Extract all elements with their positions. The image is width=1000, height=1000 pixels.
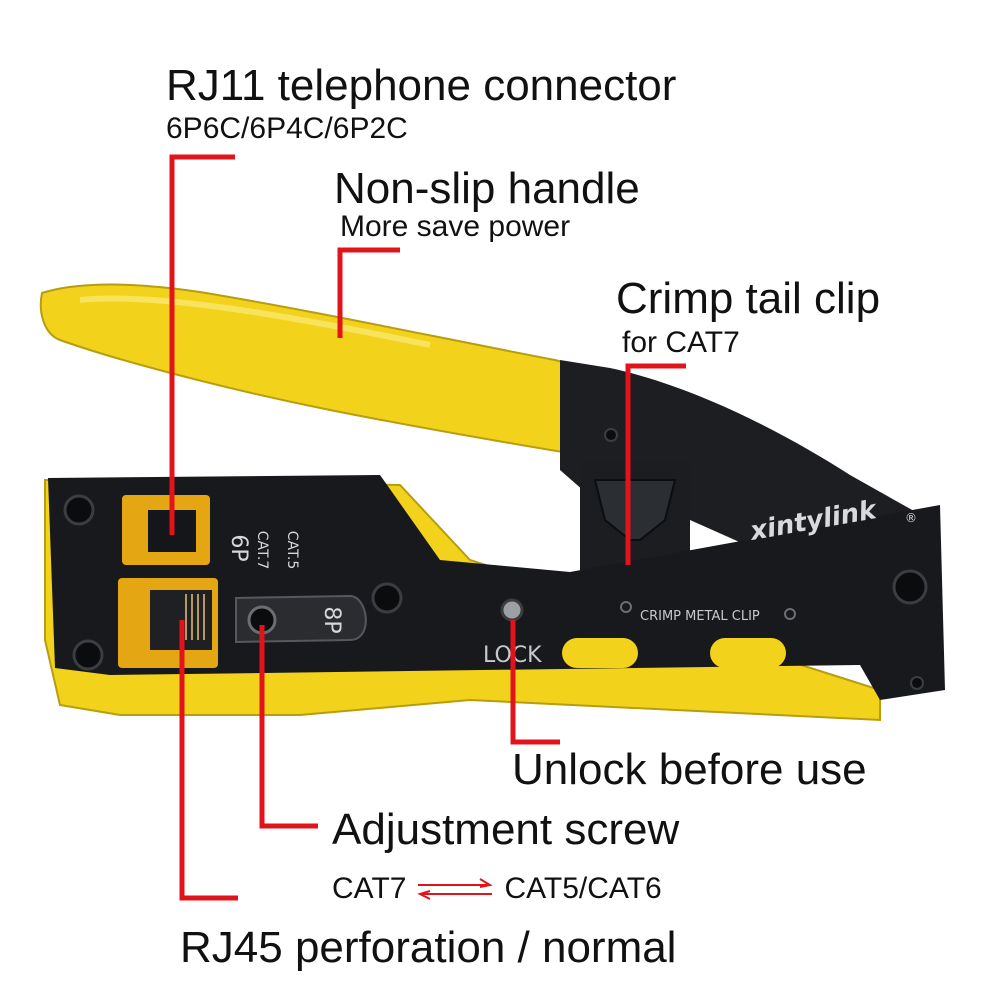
leader-lines [169,154,686,901]
cat-switch-row: CAT7 CAT5/CAT6 [332,872,662,906]
handle-shine [79,295,431,348]
cat5-marking: CAT.5 [284,531,300,570]
body-screw [371,582,403,614]
clip-marker [620,601,632,613]
crimp-die-notch [593,479,677,541]
crimp-metal-clip-marking: CRIMP METAL CLIP [640,609,760,624]
body-screw [63,494,95,526]
upper-jaw-arm [560,360,930,575]
rj45-contacts [185,594,205,640]
crimp-subtitle: for CAT7 [622,326,740,359]
cat7-marking: CAT.7 [254,531,270,570]
leader-handle [337,247,400,338]
handle-subtitle: More save power [340,210,571,243]
grip-pad [562,638,638,668]
grip-pad [710,638,786,668]
unlock-label: Unlock before use [512,745,867,794]
clip-marker [784,608,796,620]
double-arrow-icon [417,878,494,900]
adjust-label: Adjustment screw [332,805,680,854]
body-screw [910,676,924,690]
body-screw [892,569,928,605]
leader-unlock [510,620,560,745]
leader-adjust [259,625,318,829]
leader-rj11 [169,154,235,535]
registered-mark: ® [905,511,917,525]
leader-rj45 [179,620,238,901]
body-screw [72,639,104,671]
lock-button [500,598,524,622]
body-screw [604,428,618,442]
leader-crimp [625,363,686,565]
upper-handle-grip [39,283,602,457]
rj11-subtitle: 6P6C/6P4C/6P2C [166,112,408,145]
crimp-title: Crimp tail clip [616,274,881,323]
cat5-cat6-label: CAT5/CAT6 [504,872,662,905]
rj45-label: RJ45 perforation / normal [180,923,677,972]
rj11-title: RJ11 telephone connector [166,61,677,110]
port-6p-marking: 6P [226,534,251,561]
handle-title: Non-slip handle [334,164,640,213]
cat7-label: CAT7 [332,872,407,905]
port-8p-marking: 8P [319,606,344,633]
